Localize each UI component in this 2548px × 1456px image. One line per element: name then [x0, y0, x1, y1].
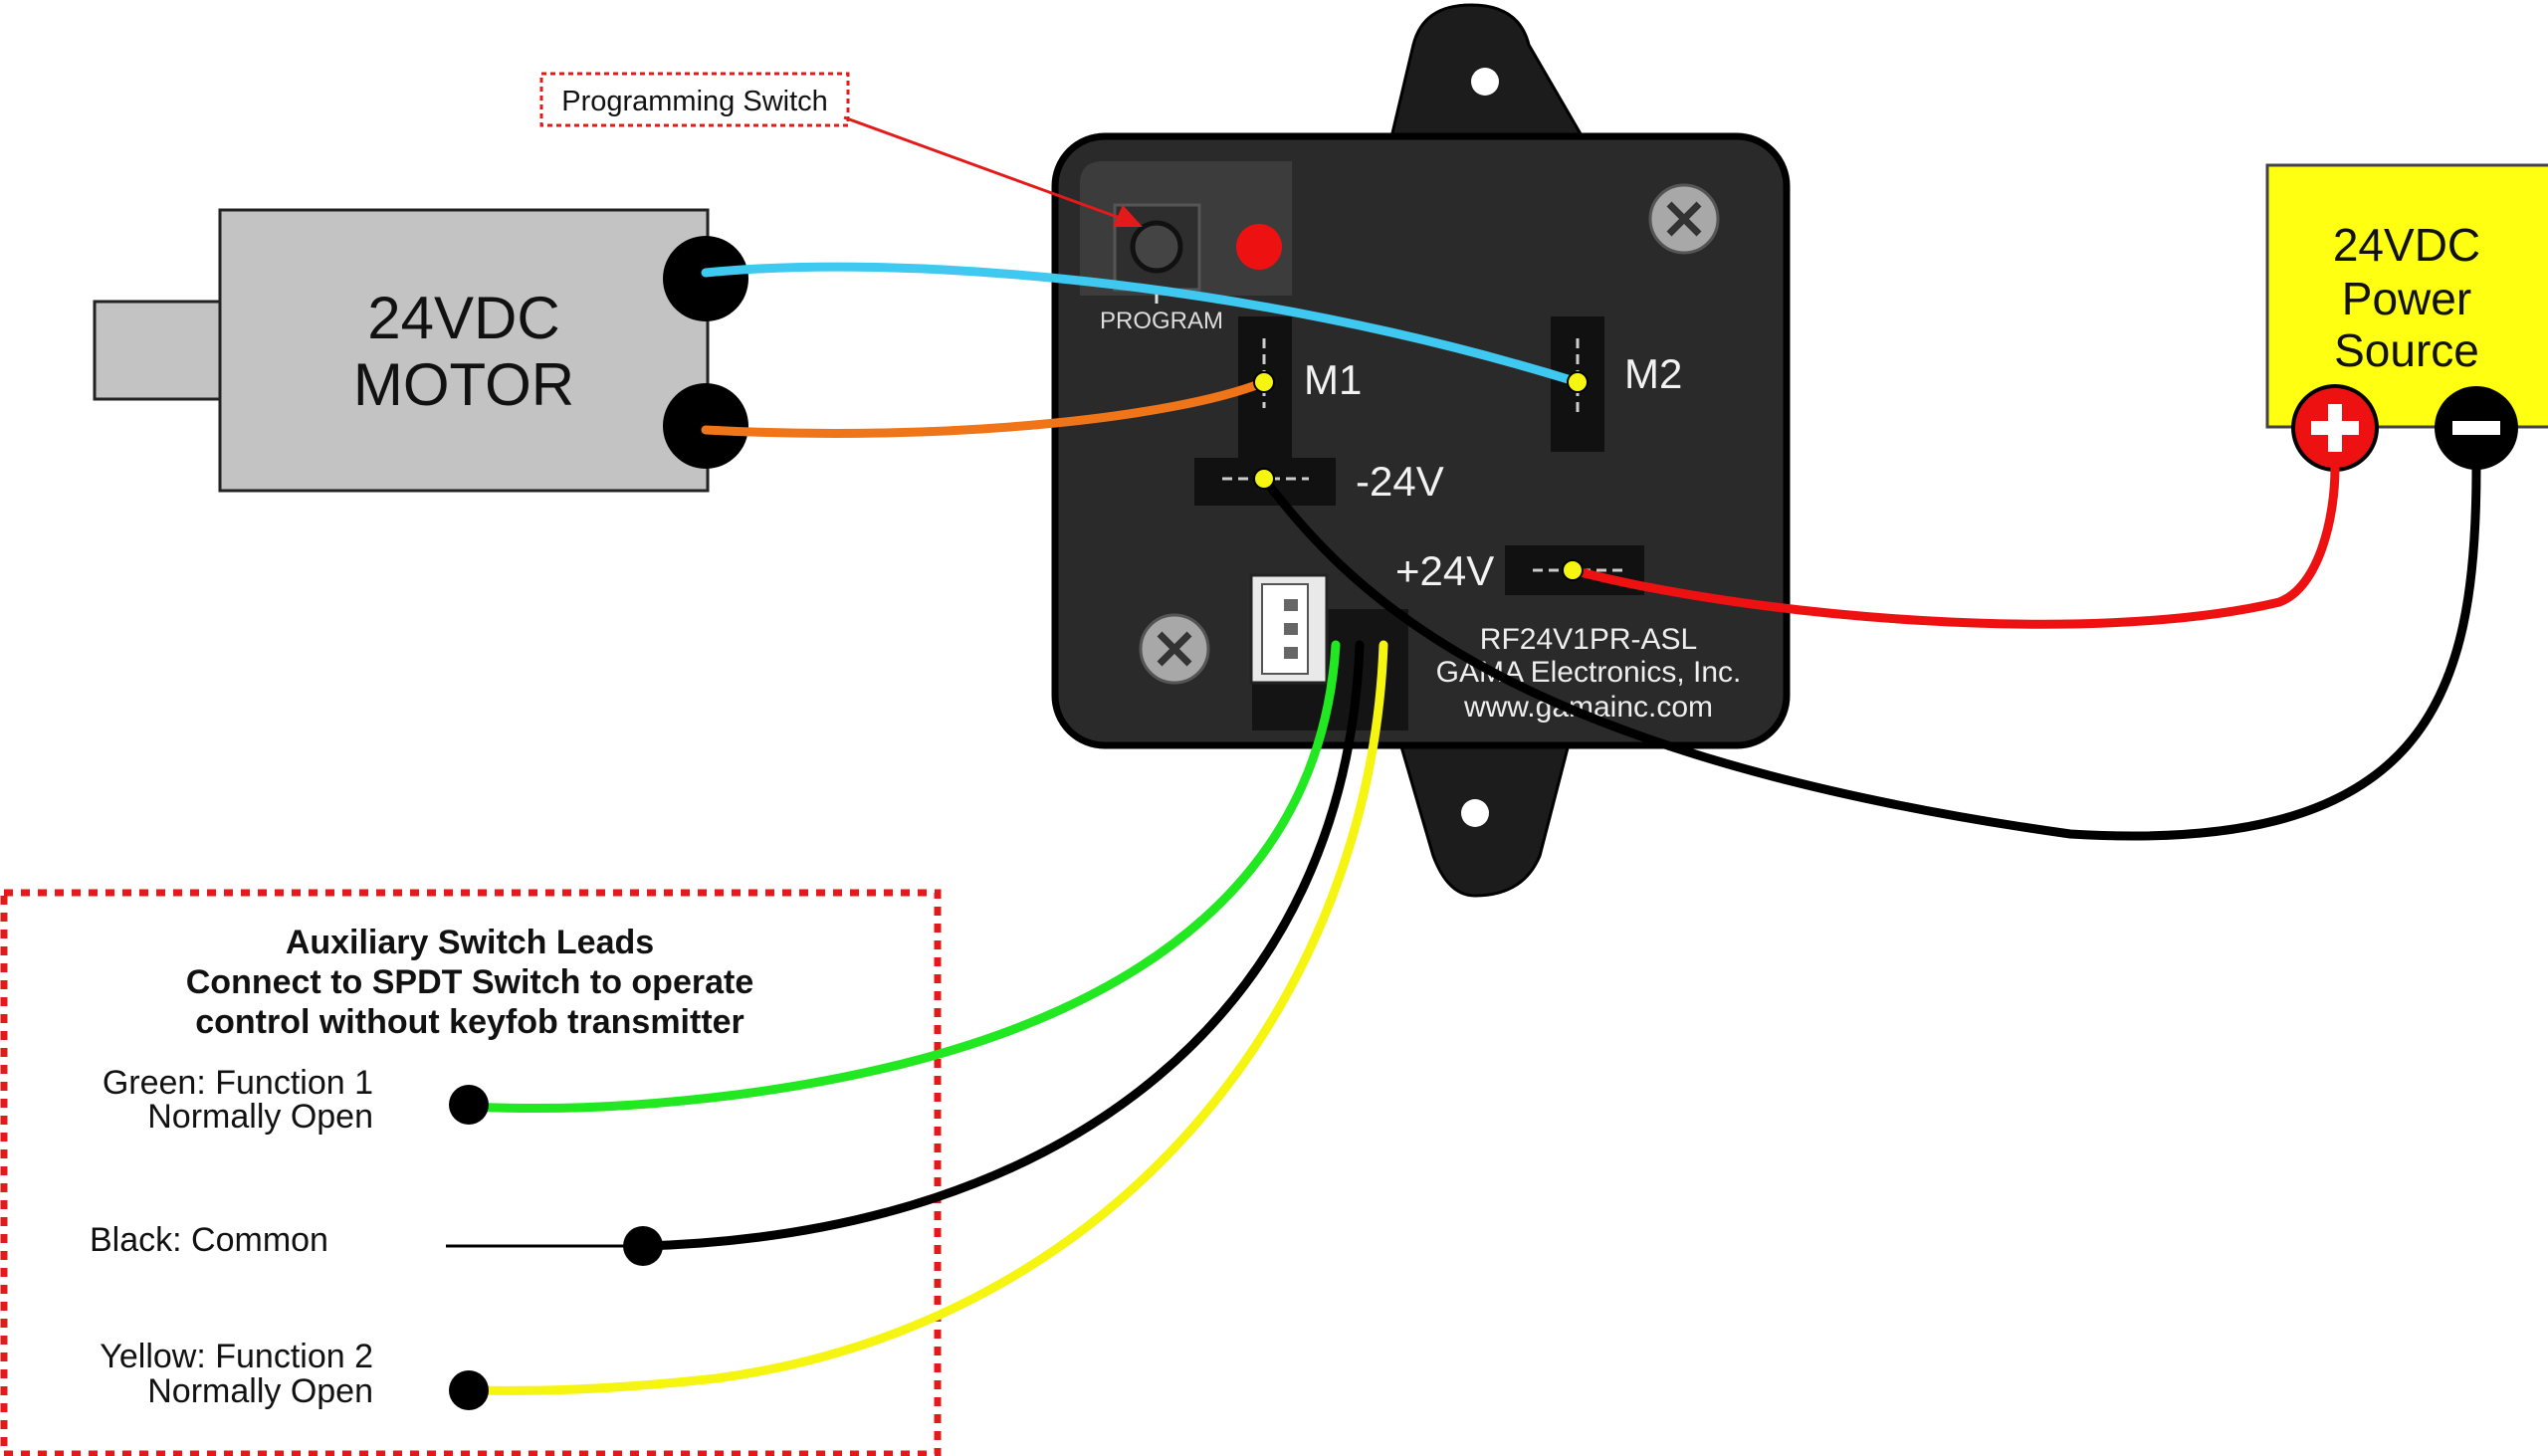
aux-title-line1: Auxiliary Switch Leads: [286, 924, 654, 961]
aux-switch-box: Auxiliary Switch Leads Connect to SPDT S…: [0, 889, 942, 1456]
green-lead-label-line2: Normally Open: [147, 1098, 373, 1136]
pos24-terminal-dot: [1562, 559, 1584, 581]
motor-terminal-1: [663, 236, 748, 321]
terminal-label-m1: M1: [1304, 356, 1362, 403]
aux-title-line2: Connect to SPDT Switch to operate: [186, 963, 753, 1001]
company-name: GAMA Electronics, Inc.: [1436, 656, 1742, 689]
screw-bottom-left-icon: [1139, 613, 1210, 685]
top-mount-hole: [1471, 68, 1499, 96]
terminal-label-neg24: -24V: [1356, 458, 1444, 505]
aux-lead-endpoints: [449, 1085, 663, 1410]
terminal-label-m2: M2: [1624, 350, 1682, 397]
program-label: PROGRAM: [1100, 308, 1223, 334]
model-number: RF24V1PR-ASL: [1480, 623, 1697, 656]
wire-red-pos24-to-positive: [1568, 463, 2340, 629]
programming-switch-callout: Programming Switch: [539, 72, 1143, 227]
motor-label-line2: MOTOR: [353, 351, 574, 418]
motor-label-line1: 24VDC: [367, 285, 559, 351]
program-button[interactable]: [1130, 220, 1183, 274]
negative-terminal-icon: [2435, 386, 2518, 470]
power-source-line3: Source: [2334, 324, 2479, 376]
wire-yellow-aux: [464, 640, 1388, 1395]
green-lead-endpoint: [449, 1085, 489, 1125]
black-lead-endpoint: [623, 1226, 663, 1266]
callout-arrowhead: [1113, 205, 1143, 227]
wire-orange-motor-to-m1: [701, 377, 1269, 438]
callout-arrow-line: [843, 115, 1124, 221]
motor-shaft: [93, 300, 226, 401]
terminal-block-m1-neg24: [1194, 316, 1336, 506]
terminal-dots: [1253, 371, 1589, 581]
status-led: [1236, 224, 1282, 270]
power-source-line1: 24VDC: [2333, 219, 2480, 271]
motor-body: [218, 208, 710, 493]
power-source-box: [2265, 163, 2548, 429]
screw-top-right-icon: [1648, 183, 1720, 255]
green-lead-label-line1: Green: Function 1: [103, 1064, 373, 1102]
yellow-lead-label-line2: Normally Open: [147, 1372, 373, 1410]
aux-switch-box-border: [0, 889, 942, 1456]
wires: [446, 262, 2481, 1395]
m2-terminal-dot: [1567, 371, 1589, 393]
neg24-terminal-dot: [1253, 468, 1275, 490]
callout-label: Programming Switch: [561, 86, 828, 117]
yellow-lead-endpoint: [449, 1370, 489, 1410]
aux-title-line3: control without keyfob transmitter: [195, 1003, 744, 1041]
black-lead-label: Black: Common: [90, 1221, 328, 1259]
power-source-line2: Power: [2342, 273, 2471, 324]
controller: PROGRAM M1 M2 -24V +24V RF24: [1051, 3, 1791, 898]
power-source: 24VDC Power Source: [2265, 163, 2548, 472]
wire-black-neg24-to-negative: [1259, 463, 2481, 841]
bottom-mount-hole: [1461, 799, 1489, 827]
positive-terminal-icon: [2291, 384, 2379, 472]
wire-blue-motor-to-m2: [701, 262, 1583, 387]
terminal-label-pos24: +24V: [1395, 547, 1494, 594]
yellow-lead-label-line1: Yellow: Function 2: [100, 1338, 373, 1375]
wire-black-aux: [638, 640, 1365, 1251]
wire-green-aux: [464, 640, 1341, 1114]
callout-box: [539, 72, 850, 127]
motor: 24VDC MOTOR: [93, 208, 748, 493]
m1-terminal-dot: [1253, 371, 1275, 393]
